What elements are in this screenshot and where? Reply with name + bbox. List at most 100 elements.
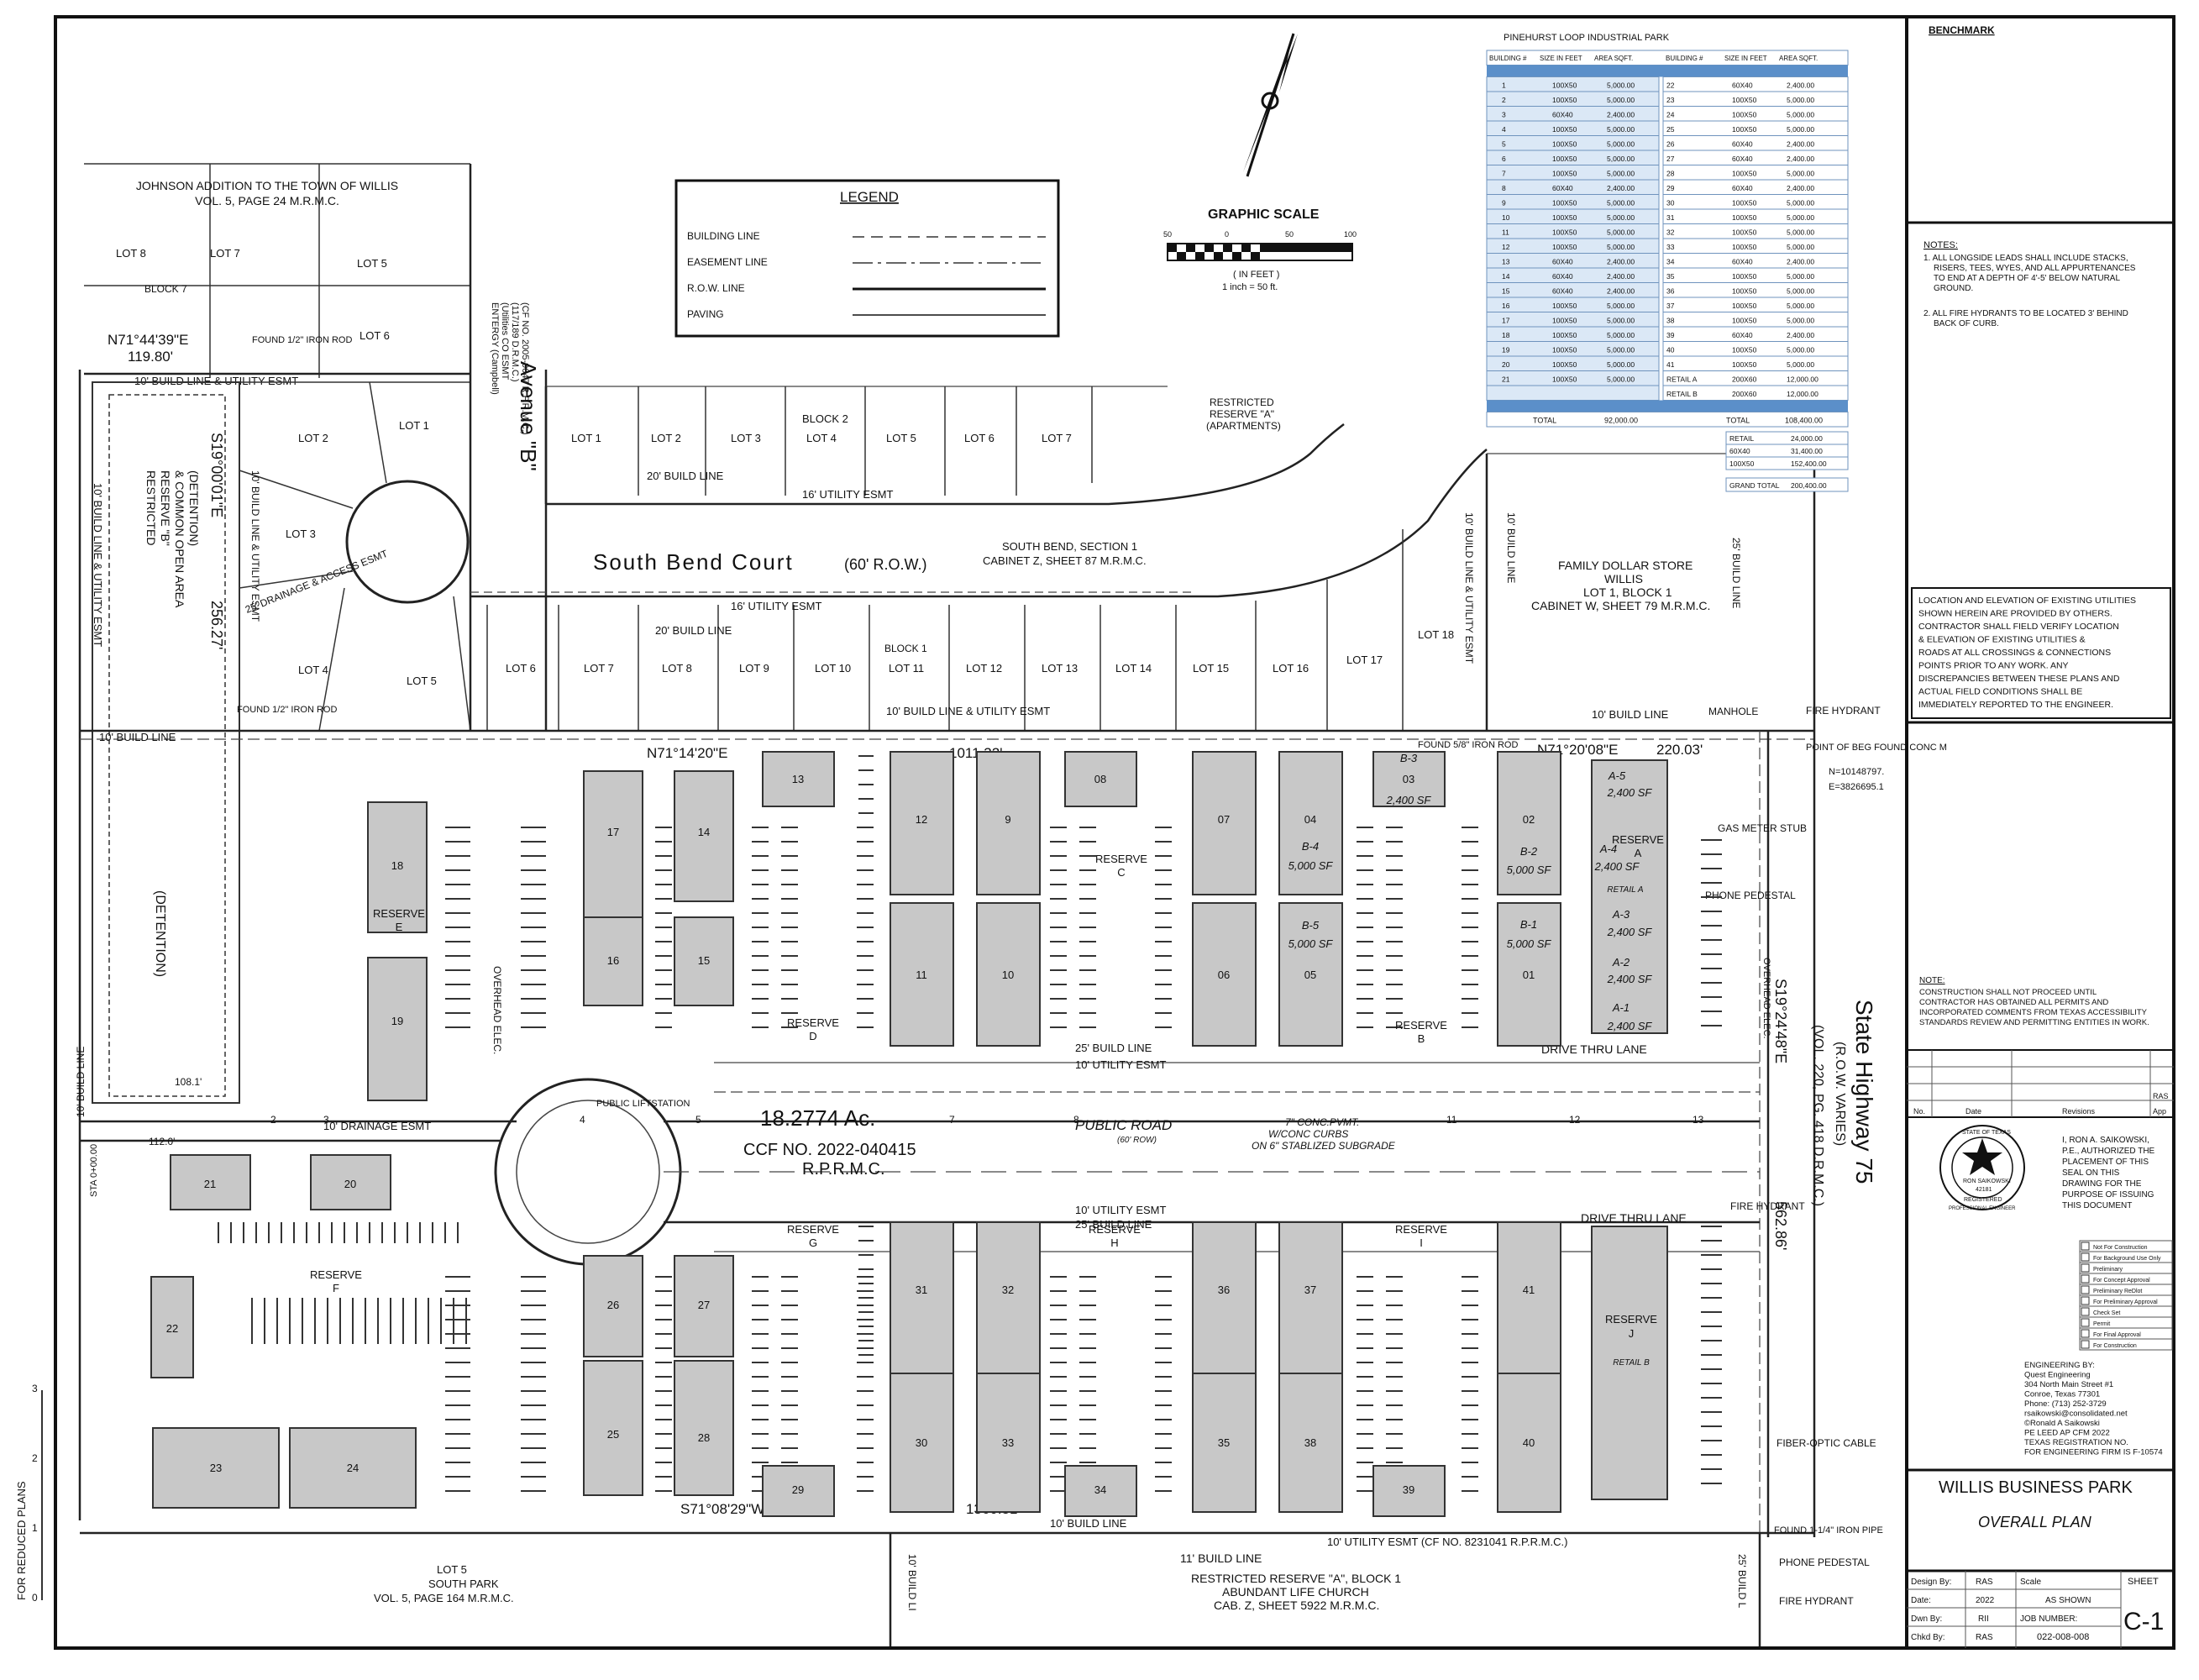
table-cell: 5,000.00 xyxy=(1607,317,1635,325)
scale-check xyxy=(1223,244,1232,252)
label-b3: B-3 xyxy=(1400,752,1418,764)
table-cell: 30 xyxy=(1666,199,1675,207)
table-cell: 5 xyxy=(1502,140,1506,149)
seal-number: 42181 xyxy=(1976,1187,1992,1193)
table-cell: 32 xyxy=(1666,228,1675,237)
south-park-vol: VOL. 5, PAGE 164 M.R.M.C. xyxy=(374,1592,514,1604)
table-cell: 100X50 xyxy=(1552,96,1577,104)
north-lot-1: LOT 1 xyxy=(571,432,601,444)
block1-lot-15: LOT 15 xyxy=(1193,662,1229,675)
site-build-line-10: 10' BUILD LINE xyxy=(99,731,176,743)
found-iron-rod-58: FOUND 5/8" IRON ROD xyxy=(1418,740,1518,750)
legend-row-line: R.O.W. LINE xyxy=(687,282,745,294)
fiber-optic-label: FIBER-OPTIC CABLE xyxy=(1777,1437,1876,1449)
label-18: 18 xyxy=(391,859,403,872)
south-bend-north-lots: LOT 1 LOT 2 LOT 3 LOT 4 BLOCK 2 LOT 5 LO… xyxy=(544,386,1281,504)
table-cell: 100X50 xyxy=(1732,125,1757,134)
label-a3: A-3 xyxy=(1612,908,1630,921)
overhead-elec-east: OVERHEAD ELEC. xyxy=(1761,958,1771,1039)
summary-label: RETAIL xyxy=(1729,434,1754,443)
summary-label: 100X50 xyxy=(1729,459,1755,468)
table-cell: 100X50 xyxy=(1732,302,1757,310)
engineering-info-line: ©Ronald A Saikowski xyxy=(2024,1419,2100,1428)
edge-tick-1: 1 xyxy=(32,1522,38,1534)
sta-12: 12 xyxy=(1569,1114,1581,1126)
label-27: 27 xyxy=(698,1299,710,1311)
build-line-25-north: 25' BUILD LINE xyxy=(1075,1042,1152,1054)
reserve-b-line3: & COMMON OPEN AREA xyxy=(173,470,186,608)
utility-note-line: CONTRACTOR SHALL FIELD VERIFY LOCATION xyxy=(1918,622,2119,632)
rev-header-date: Date xyxy=(1965,1107,1981,1116)
table-cell: 100X50 xyxy=(1552,228,1577,237)
label-11: 11 xyxy=(916,969,927,981)
table-cell: 5,000.00 xyxy=(1607,213,1635,222)
building-06 xyxy=(1192,902,1257,1047)
table-cell: 60X40 xyxy=(1732,81,1753,90)
legend-building-line: BUILDING LINE xyxy=(687,230,760,242)
legend-paving: PAVING xyxy=(687,308,724,320)
label-32: 32 xyxy=(1002,1284,1014,1296)
date-label: Date: xyxy=(1911,1596,1931,1605)
utility-note-line: & ELEVATION OF EXISTING UTILITIES & xyxy=(1918,635,2086,645)
table-cell: 22 xyxy=(1666,81,1675,90)
table-cell: 5,000.00 xyxy=(1787,199,1814,207)
west-build-line-2: 10' BUILD LINE xyxy=(75,1047,87,1117)
table-cell: 60X40 xyxy=(1552,111,1573,119)
label-33: 33 xyxy=(1002,1436,1014,1449)
summary-value: 152,400.00 xyxy=(1791,459,1827,468)
engineering-info-line: TEXAS REGISTRATION NO. xyxy=(2024,1438,2128,1447)
label-reserve-a-letter: A xyxy=(1635,847,1642,859)
table-cell: 34 xyxy=(1666,258,1675,266)
reduced-plan-scale: 0 1 2 3 FOR REDUCED PLANS xyxy=(15,1383,43,1604)
table-header-cell: SIZE IN FEET xyxy=(1724,55,1767,62)
building-retail-a xyxy=(1591,759,1668,1034)
table-cell: 100X50 xyxy=(1552,360,1577,369)
table-cell: 17 xyxy=(1502,317,1510,325)
scale-tick-0: 0 xyxy=(1225,230,1229,239)
drainage-esmt-label: 10' DRAINAGE ESMT xyxy=(323,1120,431,1132)
issue-status-label: For Preliminary Approval xyxy=(2093,1299,2158,1305)
scale-tick-50b: 50 xyxy=(1285,230,1294,239)
phone-pedestal-se: PHONE PEDESTAL xyxy=(1779,1557,1870,1568)
table-cell: RETAIL B xyxy=(1666,390,1698,398)
reserve-a-line1: RESTRICTED xyxy=(1210,396,1274,408)
engineering-info-line: rsaikowski@consolidated.net xyxy=(2024,1410,2128,1419)
note-1d: GROUND. xyxy=(1934,284,1973,293)
build-line-20-north: 20' BUILD LINE xyxy=(647,470,724,482)
table-cell: 5,000.00 xyxy=(1607,96,1635,104)
south-park-name: SOUTH PARK xyxy=(428,1578,499,1590)
table-header-band xyxy=(1487,65,1848,77)
fire-hydrant-se: FIRE HYDRANT xyxy=(1779,1595,1854,1607)
label-35: 35 xyxy=(1218,1436,1230,1449)
table-cell: 5,000.00 xyxy=(1607,228,1635,237)
building-27 xyxy=(674,1255,734,1357)
table-cell: 2,400.00 xyxy=(1787,140,1814,149)
sta-2: 2 xyxy=(270,1114,276,1126)
lot-8-label: LOT 8 xyxy=(116,247,146,260)
construction-note-line: INCORPORATED COMMENTS FROM TEXAS ACCESSI… xyxy=(1919,1008,2148,1017)
south-build-line-10: 10' BUILD LINE xyxy=(1050,1517,1127,1530)
scale-check xyxy=(1214,252,1223,260)
scale-check xyxy=(1251,252,1260,260)
building-33 xyxy=(976,1373,1041,1513)
label-reserve-d: RESERVE xyxy=(787,1016,839,1029)
table-cell: 5,000.00 xyxy=(1607,170,1635,178)
seal-registered: REGISTERED xyxy=(1964,1197,2002,1203)
sheet-number: C-1 xyxy=(2123,1608,2164,1635)
table-cell: 100X50 xyxy=(1552,213,1577,222)
scale-check xyxy=(1195,252,1204,260)
label-03: 03 xyxy=(1403,773,1414,785)
building-23 xyxy=(152,1427,280,1509)
lot-5-label: LOT 5 xyxy=(357,257,387,270)
dim-112: 112.0' xyxy=(149,1136,175,1147)
table-row xyxy=(1662,76,1849,92)
block-2-label: BLOCK 2 xyxy=(802,412,848,425)
table-cell: 60X40 xyxy=(1732,258,1753,266)
label-reserve-f: RESERVE xyxy=(310,1268,362,1281)
south-bend-court-label: South Bend Court xyxy=(593,549,794,575)
bearing-nw: N71°44'39"E xyxy=(108,332,188,348)
label-38: 38 xyxy=(1304,1436,1316,1449)
label-17: 17 xyxy=(607,826,619,838)
engineering-info-line: 304 North Main Street #1 xyxy=(2024,1380,2113,1389)
south-context: 11' BUILD LINE 10' UTILITY ESMT (CF NO. … xyxy=(374,1517,1761,1646)
